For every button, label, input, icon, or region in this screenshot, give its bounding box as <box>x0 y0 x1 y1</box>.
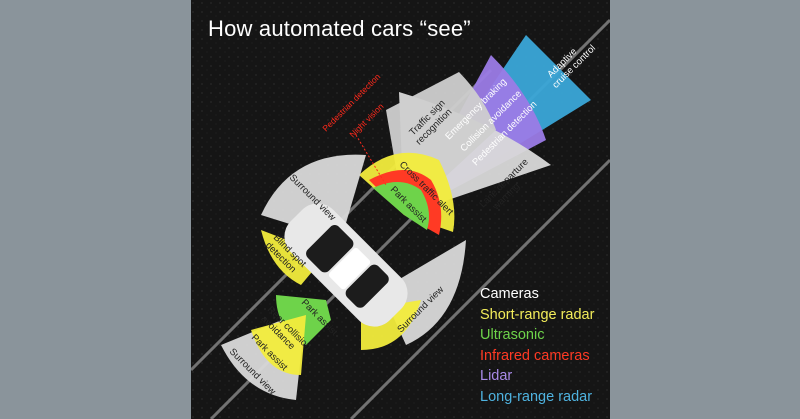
legend-infrared-cameras: Infrared cameras <box>480 347 590 364</box>
legend-short-range-radar: Short-range radar <box>480 306 595 323</box>
blind-spot-zone <box>261 230 326 285</box>
legend-lidar: Lidar <box>480 368 513 384</box>
rear-short-radar-zone <box>251 315 306 375</box>
legend-long-range-radar: Long-range radar <box>480 388 593 405</box>
sensor-diagram: Adaptive cruise control Emergency brakin… <box>191 0 610 419</box>
diagram-title: How automated cars “see” <box>208 16 471 41</box>
car <box>284 203 408 327</box>
legend-cameras: Cameras <box>480 286 539 302</box>
legend: Cameras Short-range radar Ultrasonic Inf… <box>480 284 594 407</box>
legend-ultrasonic: Ultrasonic <box>480 327 545 343</box>
front-ultrasonic-zone <box>373 181 429 230</box>
diagram-panel: Adaptive cruise control Emergency brakin… <box>191 0 610 419</box>
night-vision-pointer <box>355 134 387 186</box>
